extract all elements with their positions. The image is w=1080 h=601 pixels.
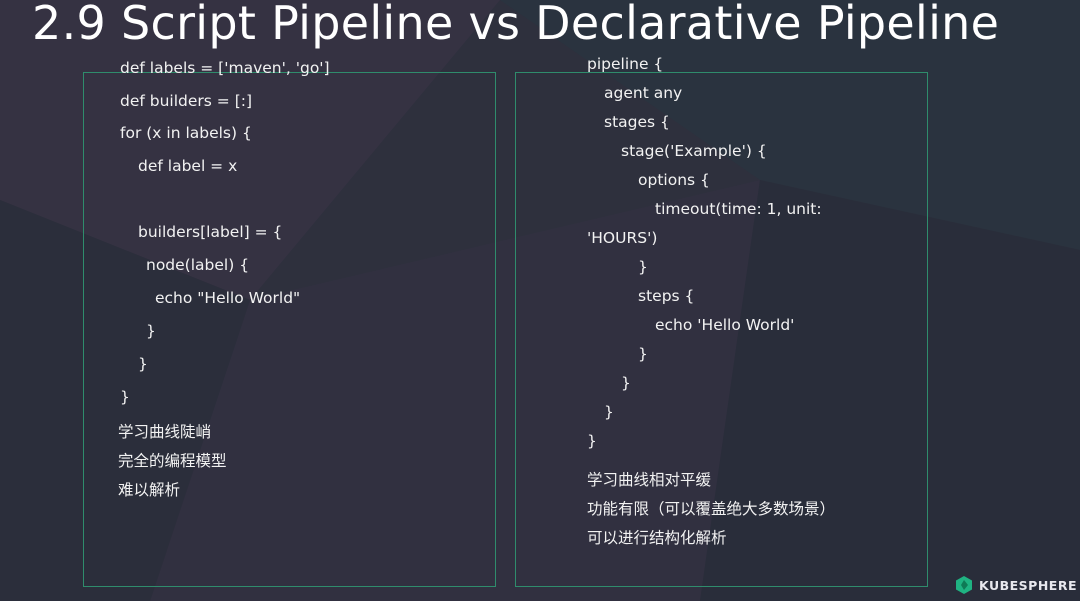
declarative-code-line: } <box>638 258 648 276</box>
script-note-line: 学习曲线陡峭 <box>118 423 212 441</box>
script-pipeline-box <box>83 72 496 587</box>
declarative-code-line: options { <box>638 171 710 189</box>
script-code-line: } <box>138 355 148 373</box>
declarative-code-line: echo 'Hello World' <box>655 316 795 334</box>
script-code-line: builders[label] = { <box>138 223 283 241</box>
declarative-code-line: 'HOURS') <box>587 229 658 247</box>
script-code-line: def builders = [:] <box>120 92 253 110</box>
kubesphere-logo: KUBESPHERE <box>954 575 1077 595</box>
declarative-code-line: } <box>587 432 597 450</box>
declarative-note-line: 学习曲线相对平缓 <box>587 471 712 489</box>
declarative-code-line: } <box>638 345 648 363</box>
script-code-line: } <box>146 322 156 340</box>
script-code-line: def label = x <box>138 157 238 175</box>
script-note-line: 难以解析 <box>118 481 181 499</box>
script-code-line: def labels = ['maven', 'go'] <box>120 59 330 77</box>
kubesphere-logo-icon <box>956 576 972 594</box>
declarative-code-line: } <box>621 374 631 392</box>
kubesphere-logo-text: KUBESPHERE <box>979 577 1078 593</box>
declarative-code-line: stages { <box>604 113 670 131</box>
script-note-line: 完全的编程模型 <box>118 452 227 470</box>
declarative-code-line: stage('Example') { <box>621 142 767 160</box>
declarative-note-line: 功能有限（可以覆盖绝大多数场景） <box>587 500 836 518</box>
script-code-line: for (x in labels) { <box>120 124 252 142</box>
declarative-note-line: 可以进行结构化解析 <box>587 529 727 547</box>
declarative-code-line: pipeline { <box>587 55 664 73</box>
declarative-code-line: steps { <box>638 287 695 305</box>
declarative-code-line: timeout(time: 1, unit: <box>655 200 822 218</box>
declarative-code-line: agent any <box>604 84 683 102</box>
declarative-pipeline-box <box>515 72 928 587</box>
script-code-line: echo "Hello World" <box>155 289 301 307</box>
script-code-line: node(label) { <box>146 256 250 274</box>
slide-title: 2.9 Script Pipeline vs Declarative Pipel… <box>32 0 1000 50</box>
declarative-code-line: } <box>604 403 614 421</box>
script-code-line: } <box>120 388 130 406</box>
